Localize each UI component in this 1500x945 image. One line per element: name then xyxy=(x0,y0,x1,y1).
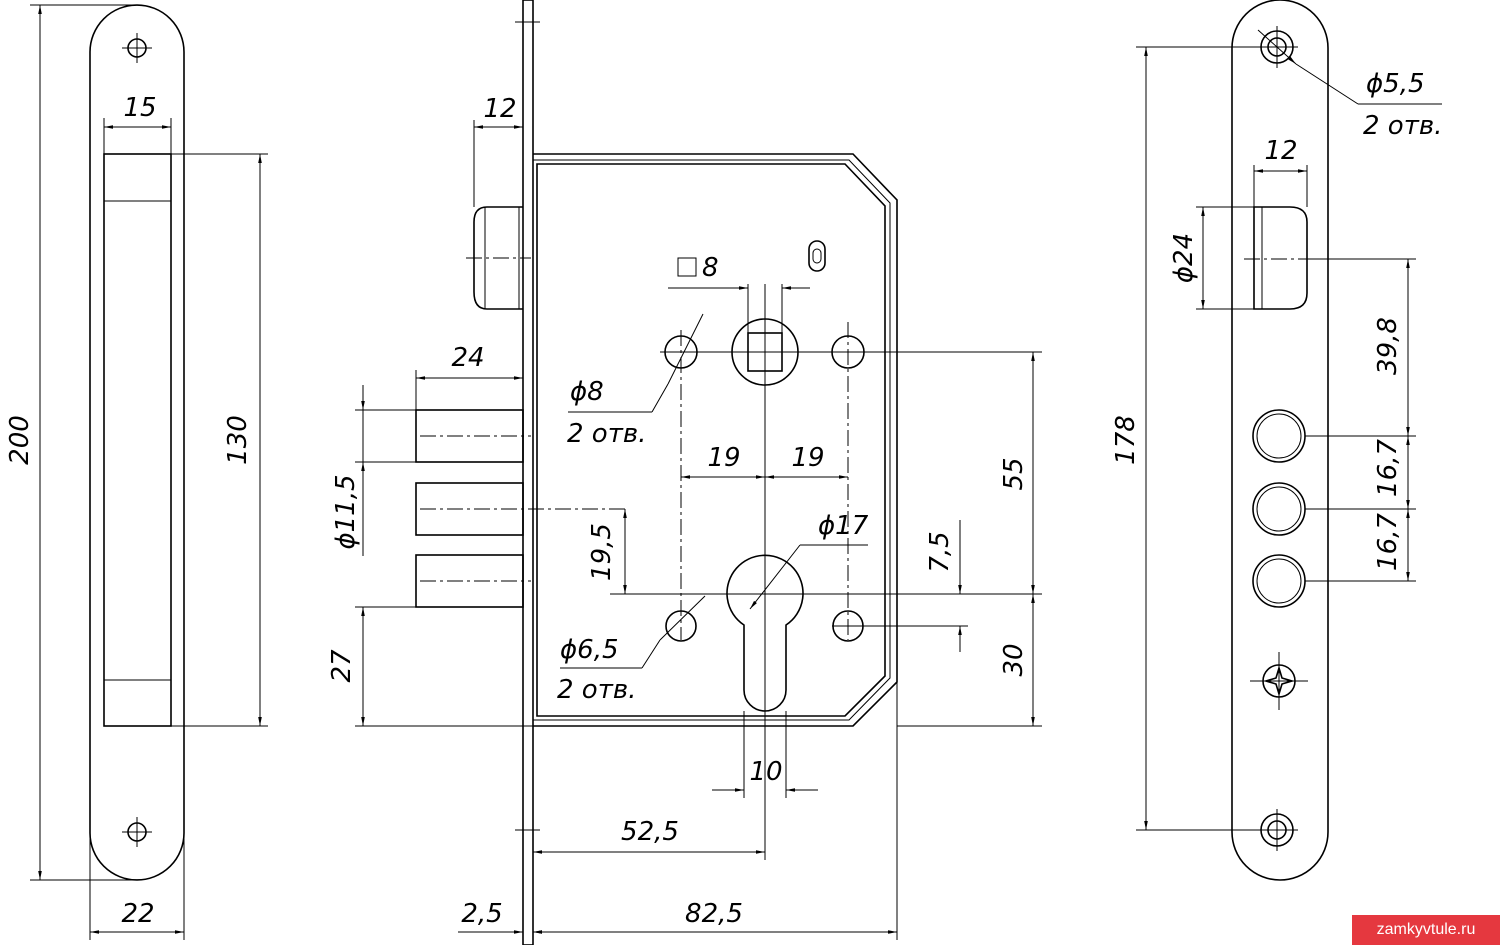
screw-hole-top xyxy=(122,33,152,63)
phillips-screw-icon xyxy=(1250,652,1308,710)
dim-screw-hole-count: 2 отв. xyxy=(1363,111,1442,141)
dim-hole-offset: 7,5 xyxy=(925,531,955,572)
screw-hole-bottom xyxy=(1256,809,1298,851)
dim-fix-hole-top: ϕ8 xyxy=(570,377,604,407)
lock-body-view: 12 24 ϕ11,5 27 19,5 8 ϕ8 2 отв. xyxy=(327,0,1042,945)
dim-bolt-throw: 24 xyxy=(451,343,484,373)
screw-hole-top xyxy=(1256,26,1298,68)
dim-slot-width: 15 xyxy=(123,93,156,123)
dim-latch-width: 12 xyxy=(1264,136,1297,166)
dim-hole-spacing: 178 xyxy=(1111,415,1141,465)
dim-cylinder-to-bottom: 30 xyxy=(999,643,1029,676)
dim-bolt-diameter: ϕ11,5 xyxy=(331,474,361,549)
dim-fix-spacing-left: 19 xyxy=(707,443,740,473)
bolt-holes xyxy=(1252,409,1306,608)
dim-bolt-pitch-2: 16,7 xyxy=(1373,513,1403,571)
latch xyxy=(466,206,531,310)
dim-fix-hole-bottom-count: 2 отв. xyxy=(557,675,636,705)
dim-screw-hole: ϕ5,5 xyxy=(1366,69,1425,99)
dim-cylinder-diameter: ϕ17 xyxy=(818,511,869,541)
latch-window xyxy=(1244,206,1318,310)
dim-slot-height: 130 xyxy=(223,415,253,465)
dim-cylinder-width: 10 xyxy=(749,757,782,787)
dim-bolt-pitch-1: 16,7 xyxy=(1373,439,1403,497)
screw-hole-bottom xyxy=(122,817,152,847)
dim-center-distance: 55 xyxy=(999,457,1029,490)
watermark-badge[interactable]: zamkyvtule.ru xyxy=(1352,915,1500,945)
dim-fix-hole-top-count: 2 отв. xyxy=(567,419,646,449)
dim-body-depth: 82,5 xyxy=(685,899,743,929)
dim-bolt-to-cylinder: 19,5 xyxy=(587,523,617,581)
dim-bolt-bottom: 27 xyxy=(327,649,357,683)
dim-backset: 52,5 xyxy=(621,817,679,847)
dim-strike-height: 200 xyxy=(5,415,35,465)
dim-faceplate-thickness: 2,5 xyxy=(461,899,502,929)
dim-latch-to-bolt: 39,8 xyxy=(1373,317,1403,375)
dim-strike-width: 22 xyxy=(121,899,154,929)
dim-latch-offset: 12 xyxy=(483,94,516,124)
dim-square-spindle: 8 xyxy=(702,253,719,283)
dim-fix-hole-bottom: ϕ6,5 xyxy=(560,635,619,665)
faceplate-view: ϕ5,5 2 отв. 12 ϕ24 178 39,8 16,7 16,7 xyxy=(1111,0,1442,881)
dim-latch-height: ϕ24 xyxy=(1169,233,1199,283)
strike-plate-view: 200 15 130 22 xyxy=(5,4,268,940)
dim-fix-spacing-right: 19 xyxy=(791,443,824,473)
deadbolts xyxy=(415,409,628,608)
euro-cylinder-cutout xyxy=(726,554,804,712)
